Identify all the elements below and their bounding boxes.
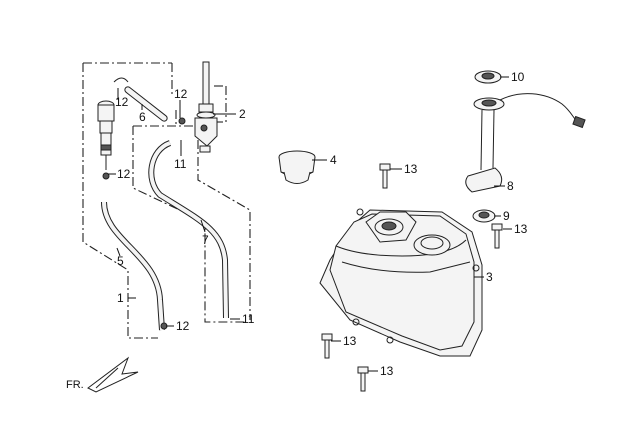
fuel-cap-part-4 bbox=[278, 150, 316, 184]
callout-13-bottom-left: 13 bbox=[343, 334, 357, 348]
callout-12-bottom: 12 bbox=[176, 319, 190, 333]
assembly-outline-left bbox=[82, 62, 251, 339]
callout-9: 9 bbox=[503, 209, 510, 223]
bolt-part-13-a bbox=[379, 163, 391, 189]
callout-11-lower: 11 bbox=[242, 312, 255, 326]
fuel-sender-part-8 bbox=[465, 93, 586, 193]
callout-13-top: 13 bbox=[404, 162, 418, 176]
callout-12-top-center: 12 bbox=[174, 87, 188, 101]
fuel-hose-part-5 bbox=[101, 201, 165, 331]
callout-12-middle: 12 bbox=[117, 167, 131, 181]
callout-5: 5 bbox=[117, 254, 124, 268]
front-arrow-icon bbox=[87, 356, 139, 393]
clip-part-12-top bbox=[113, 77, 129, 83]
bolt-part-13-c bbox=[321, 333, 333, 359]
callout-13-right: 13 bbox=[514, 222, 528, 236]
callout-labels: 12 6 12 2 11 12 7 5 1 12 11 4 13 10 8 9 … bbox=[115, 70, 528, 378]
callout-3: 3 bbox=[486, 270, 493, 284]
front-direction-indicator: FR. bbox=[66, 356, 139, 393]
callout-1: 1 bbox=[117, 291, 124, 305]
callout-12-top-left: 12 bbox=[115, 95, 129, 109]
front-label: FR. bbox=[66, 379, 84, 391]
bolt-part-13-b bbox=[491, 223, 503, 249]
callout-11-upper: 11 bbox=[174, 157, 187, 171]
callout-4: 4 bbox=[330, 153, 337, 167]
leader-lines bbox=[108, 76, 512, 372]
sender-gasket-part-10 bbox=[474, 70, 502, 84]
fuel-hose-part-7 bbox=[148, 140, 229, 319]
callout-7: 7 bbox=[202, 233, 209, 247]
fuel-tank-part-3 bbox=[319, 208, 483, 357]
callout-6: 6 bbox=[139, 110, 146, 124]
fuel-filter bbox=[97, 100, 115, 170]
grommet-part-9 bbox=[472, 209, 496, 223]
fuel-cock-part-2 bbox=[194, 61, 218, 153]
bolt-part-13-d bbox=[357, 366, 369, 392]
callout-2: 2 bbox=[239, 107, 246, 121]
callout-13-bottom: 13 bbox=[380, 364, 394, 378]
clamp-parts-12 bbox=[102, 117, 186, 330]
callout-10: 10 bbox=[511, 70, 525, 84]
callout-8: 8 bbox=[507, 179, 514, 193]
hose-clip-part-6 bbox=[124, 86, 168, 122]
